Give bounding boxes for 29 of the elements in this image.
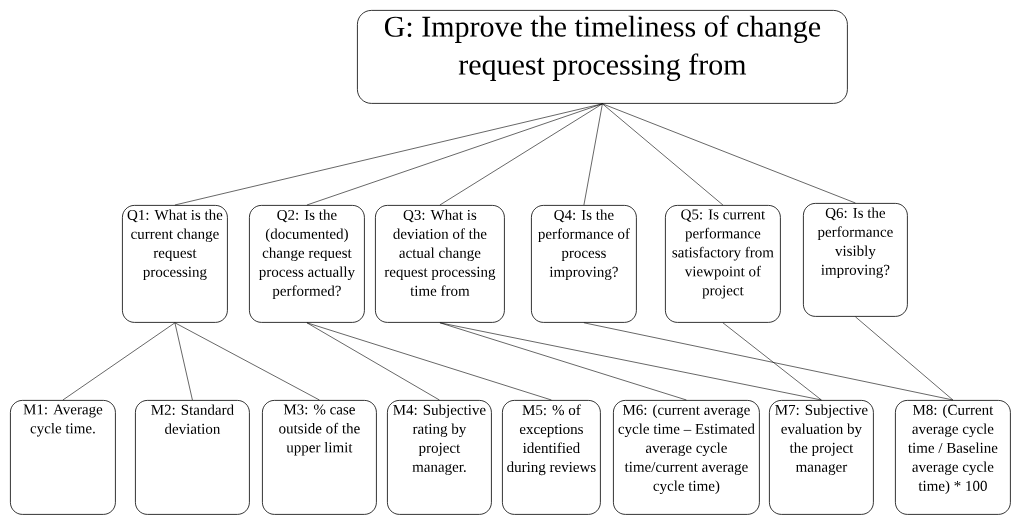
question-box: Q2: Is the (documented) change request process actually performed? — [249, 205, 365, 323]
connector-line — [722, 322, 822, 401]
connector-line — [62, 322, 176, 401]
connector-line — [306, 322, 440, 401]
connector-line — [306, 103, 603, 206]
connector-line — [306, 322, 552, 401]
connector-line — [602, 103, 724, 206]
connector-line — [439, 322, 822, 401]
connector-line — [439, 103, 603, 206]
metric-box: M5: % of exceptions identified during reviews — [502, 400, 601, 515]
connector-line — [174, 322, 320, 401]
goal-box: G: Improve the timeliness of change request processing from — [357, 10, 848, 104]
connector-line — [174, 322, 193, 401]
connector-line — [602, 103, 856, 204]
metric-box: M6: (current average cycle time – Estimated average cycle time/current average cycle time) — [613, 400, 760, 515]
connector-line — [583, 103, 603, 206]
metric-box: M3: % case outside of the upper limit — [262, 400, 377, 515]
metric-box: M7: Subjective evaluation by the project manager — [769, 400, 874, 515]
question-box: Q1: What is the current change request processing — [122, 205, 228, 323]
metric-box: M2: Standard deviation — [135, 400, 250, 515]
question-box: Q4: Is the performance of process improving? — [531, 205, 637, 323]
question-box: Q6: Is the performance visibly improving? — [803, 203, 908, 317]
question-box: Q5: Is current performance satisfactory from viewpoint of project — [665, 205, 781, 323]
metric-box: M4: Subjective rating by project manager. — [387, 400, 492, 515]
connector-line — [583, 322, 954, 401]
question-box: Q3: What is deviation of the actual change request processing time from — [375, 205, 505, 323]
metric-box: M8: (Current average cycle time / Baseline average cycle time) * 100 — [895, 400, 1011, 515]
connector-line — [855, 316, 954, 401]
metric-box: M1: Average cycle time. — [10, 400, 116, 515]
